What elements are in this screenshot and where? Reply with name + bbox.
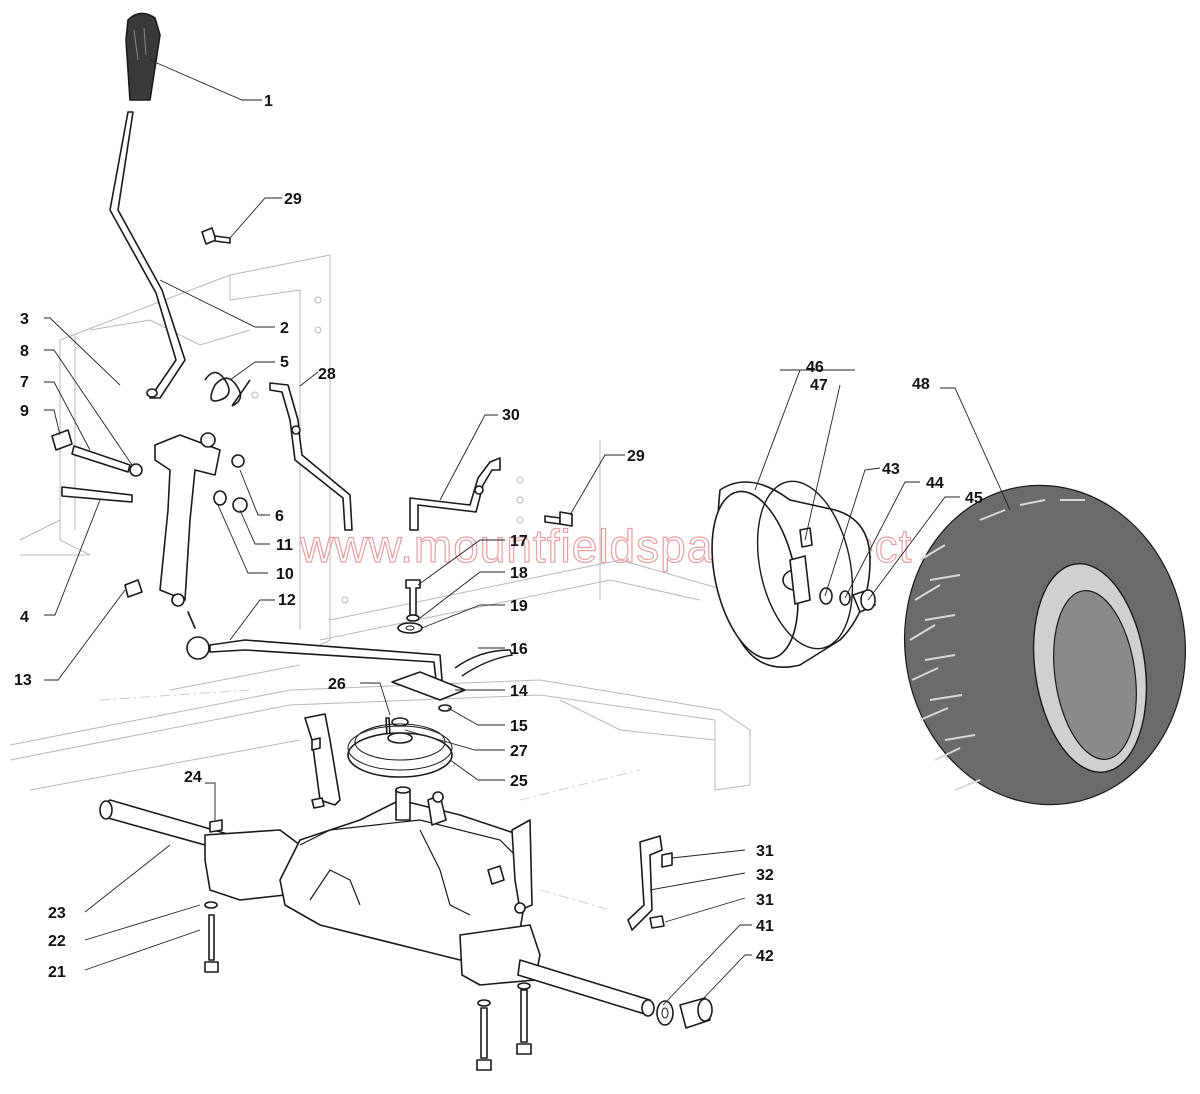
callout-7: 7 xyxy=(20,374,29,391)
callout-12: 12 xyxy=(278,592,296,609)
leader-lines xyxy=(44,59,1011,1006)
callout-32: 32 xyxy=(756,867,774,884)
callout-30: 30 xyxy=(502,407,520,424)
callout-29-upper: 29 xyxy=(284,191,302,208)
callout-45: 45 xyxy=(965,490,983,507)
callout-48: 48 xyxy=(912,376,930,393)
callout-labels: 1 2 3 4 5 6 7 8 9 10 11 12 13 14 15 16 1… xyxy=(14,93,983,981)
callout-22: 22 xyxy=(48,933,66,950)
callout-28: 28 xyxy=(318,366,336,383)
callout-24: 24 xyxy=(184,769,202,786)
callout-10: 10 xyxy=(276,566,294,583)
bolt-29-upper xyxy=(201,227,217,245)
gear-lever-assembly xyxy=(109,12,186,399)
callout-46: 46 xyxy=(806,359,824,376)
callout-21: 21 xyxy=(48,964,66,981)
callout-2: 2 xyxy=(280,320,289,337)
rod-28 xyxy=(269,382,353,531)
pulley xyxy=(347,723,453,778)
transaxle xyxy=(99,786,655,1071)
bolt-washers-17-19 xyxy=(397,579,423,634)
callout-41: 41 xyxy=(756,918,774,935)
linkage-rod xyxy=(186,611,513,681)
callout-14: 14 xyxy=(510,683,528,700)
callout-4: 4 xyxy=(20,609,29,626)
callout-44: 44 xyxy=(926,475,944,492)
callout-23: 23 xyxy=(48,905,66,922)
callout-1: 1 xyxy=(264,93,273,110)
chassis-frame xyxy=(9,254,761,911)
callout-26: 26 xyxy=(328,676,346,693)
callout-31-lower: 31 xyxy=(756,892,774,909)
callout-19: 19 xyxy=(510,598,528,615)
callout-29-lower: 29 xyxy=(627,448,645,465)
pivot-bracket xyxy=(51,429,248,607)
callout-31-upper: 31 xyxy=(756,843,774,860)
spring xyxy=(204,371,251,407)
callout-18: 18 xyxy=(510,565,528,582)
callout-16: 16 xyxy=(510,641,528,658)
tyre xyxy=(903,484,1187,806)
callout-27: 27 xyxy=(510,743,528,760)
callout-9: 9 xyxy=(20,403,29,420)
callout-8: 8 xyxy=(20,343,29,360)
plate-14 xyxy=(391,671,466,701)
callout-47: 47 xyxy=(810,377,828,394)
callout-15: 15 xyxy=(510,718,528,735)
right-bracket-32 xyxy=(627,835,663,931)
wheel-rim xyxy=(711,480,876,669)
callout-43: 43 xyxy=(882,461,900,478)
callout-5: 5 xyxy=(280,354,289,371)
callout-17: 17 xyxy=(510,533,528,550)
left-bracket xyxy=(304,713,341,806)
callout-25: 25 xyxy=(510,773,528,790)
callout-11: 11 xyxy=(276,537,293,554)
bolt-29-lower xyxy=(544,515,561,525)
washer-41 xyxy=(656,1000,674,1026)
callout-42: 42 xyxy=(756,948,774,965)
callout-13: 13 xyxy=(14,672,32,689)
rod-30 xyxy=(409,457,501,531)
callout-3: 3 xyxy=(20,311,29,328)
callout-6: 6 xyxy=(275,508,284,525)
